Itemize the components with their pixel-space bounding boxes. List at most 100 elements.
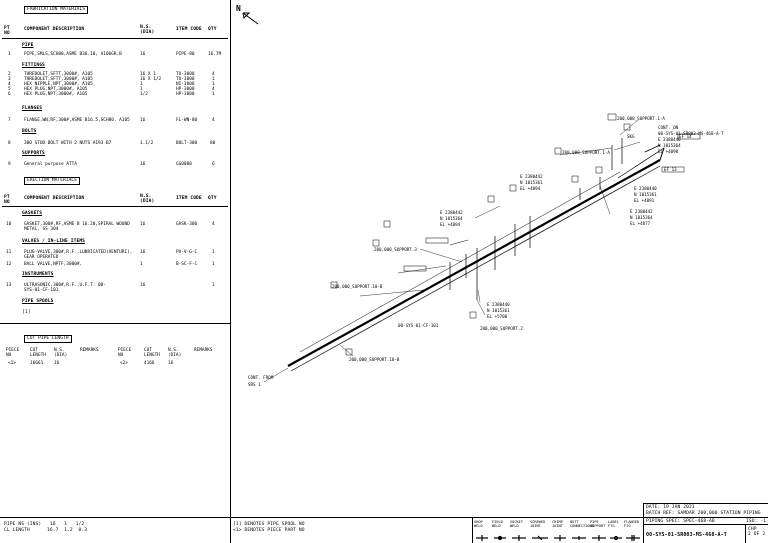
pt-cell: 9: [8, 162, 11, 167]
annotation: 200,000_SUPPORT.10-B: [349, 357, 400, 362]
footer-pipe-ns: PIPE NS (INS) 16 1 1/2: [4, 522, 85, 527]
annotation: E 2380440: [634, 186, 657, 191]
section-valves: VALVES / IN-LINE ITEMS: [22, 239, 86, 244]
north-arrow-icon: [242, 12, 259, 25]
code-cell: GASK-300: [176, 222, 198, 227]
annotation: SKG: [627, 134, 635, 139]
annotation: N 1015361: [520, 180, 543, 185]
legend-piece: <1> DENOTES PIECE PART NO: [233, 528, 305, 533]
qty-header-2: QTY: [208, 196, 217, 201]
qty-cell: 6: [212, 162, 215, 167]
cut-header-cell: REMARKS: [80, 348, 99, 353]
annotation: N 1015364: [658, 143, 681, 148]
header-rule-2: [2, 206, 228, 207]
pt-cell: 5: [8, 87, 11, 92]
annotation: CONT. FROM: [248, 375, 274, 380]
pt-cell: 13: [6, 283, 12, 288]
code-cell: NI-3000: [176, 82, 195, 87]
code-cell: HP-3000: [176, 87, 195, 92]
cut-header-cell: N.S. (DIA): [168, 348, 182, 358]
ns-cell: 16: [140, 222, 146, 227]
annotation: N 1015361: [487, 308, 510, 313]
pt-cell: 11: [6, 250, 12, 255]
desc-cell: HEX NIPPLE,NPT,3000#, A105: [24, 82, 93, 87]
tag-boxes: [330, 113, 701, 356]
legend-symbols: [476, 535, 640, 541]
annotation: EL +4877: [630, 221, 651, 226]
pt-no-header-2: PT NO: [4, 195, 10, 205]
title-block-left: [643, 503, 644, 543]
annotation: E 2380440: [487, 302, 510, 307]
desc-cell: BALL VALVE,NPTF,3000#,: [24, 262, 83, 267]
footer-cl-length: CL LENGTH 16.7 1.2 0.3: [4, 528, 88, 533]
code-cell: PV-V-G-C: [176, 250, 198, 255]
left-panel-divider: [230, 0, 231, 543]
annotation: 200,000_SUPPORT.1-A: [617, 116, 665, 121]
qty-cell: 4: [212, 118, 215, 123]
pt-cell: 2: [8, 72, 11, 77]
desc-cell: THREDOLET,SFTT,3000#, A105: [24, 77, 93, 82]
title-rule: [643, 517, 768, 518]
annotation: N 1015364: [440, 216, 463, 221]
annotation: CONT. ON: [658, 125, 679, 130]
north-label: N: [236, 4, 241, 13]
desc-cell: HEX PLUG,NPT,3000#, A105: [24, 87, 88, 92]
main-pipe: [287, 147, 665, 372]
ns-header: N.S. (DIA): [140, 25, 155, 35]
branch-lines: [449, 138, 661, 300]
drawing-number: 00-SYS-01-SR003-MS-468-A-T: [646, 532, 727, 538]
ns-header-2: N.S. (DIA): [140, 194, 155, 204]
ns-cell: 1: [140, 87, 143, 92]
annotation: 200,000_SUPPORT.2: [480, 326, 523, 331]
title-rule-2: [643, 524, 768, 525]
desc-cell: PLUG-VALVE,300#,R.F.,LUBRICATED(VENTURI)…: [24, 250, 133, 260]
ns-cell: 16: [140, 250, 146, 255]
code-cell: GS0000: [176, 162, 192, 167]
section-pipe-spools: PIPE SPOOLS: [22, 299, 54, 304]
code-cell: HP-3000: [176, 92, 195, 97]
qty-cell: 16.7M: [208, 52, 222, 57]
section-fittings: FITTINGS: [22, 63, 45, 68]
annotation: SRS 1: [248, 382, 261, 387]
annotation: E 2380442: [630, 209, 653, 214]
annotation: E 2380440: [658, 137, 681, 142]
desc-cell: FLANGE,WN,RF,300#,ASME B16.5,SCH80, A105: [24, 118, 130, 123]
annotation: N 1015361: [634, 192, 657, 197]
cut-cell: 16661: [30, 361, 44, 366]
annotation: 200,000_SUPPORT.10-B: [332, 284, 383, 289]
section-gaskets: GASKETS: [22, 211, 43, 216]
title-block-top: [643, 503, 768, 504]
legend-item: CRIMP JOINT: [552, 520, 563, 528]
title-sheet-divider: [745, 524, 746, 543]
title-date: DATE: 19 JAN 2021: [646, 505, 695, 510]
section-bolts: BOLTS: [22, 129, 37, 134]
annotation: 00-SYS-01-SR003-MS-468-A-T: [658, 131, 724, 136]
qty-cell: 4: [212, 87, 215, 92]
section-flanges: FLANGES: [22, 106, 43, 111]
annotation: EL +4891: [634, 198, 655, 203]
code-cell: BOLT-300: [176, 141, 198, 146]
qty-cell: 1: [212, 77, 215, 82]
annotation: EL +5700: [487, 314, 508, 319]
sheet-number: CHP 2 OF 2: [748, 527, 766, 537]
section-instruments: INSTRUMENTS: [22, 272, 54, 277]
desc-cell: ULTRASONIC,300#,R.F.,U.F.T. 00-SYS-01-CF…: [24, 283, 106, 293]
title-spec: PIPING SPEC: SPEC-468-AB: [646, 519, 715, 524]
fabrication-materials-title: FABRICATION MATERIALS: [24, 6, 89, 14]
annotation: EL +4894: [440, 222, 461, 227]
qty-cell: 1: [212, 250, 215, 255]
legend-spool: [1] DENOTES PIPE SPOOL NO: [233, 522, 305, 527]
desc-cell: PIPE,SMLS,SCH80,ASME B36.10, A106GR.B: [24, 52, 122, 57]
left-panel-split: [0, 323, 230, 324]
leader-lines: [263, 119, 641, 383]
item-code-header-2: ITEM CODE: [176, 196, 202, 201]
title-iso: ISO: -1: [746, 519, 767, 524]
cut-header-cell: N.S. (DIA): [54, 348, 68, 358]
legend-item: FLANGED FTG: [624, 520, 640, 528]
cut-header-cell: PIECE NO: [118, 348, 132, 358]
cut-pipe-length-title: CUT PIPE LENGTH: [24, 335, 72, 343]
cut-header-cell: CUT LENGTH: [30, 348, 46, 358]
qty-cell: 80: [210, 141, 216, 146]
item-code-header: ITEM CODE: [176, 27, 202, 32]
